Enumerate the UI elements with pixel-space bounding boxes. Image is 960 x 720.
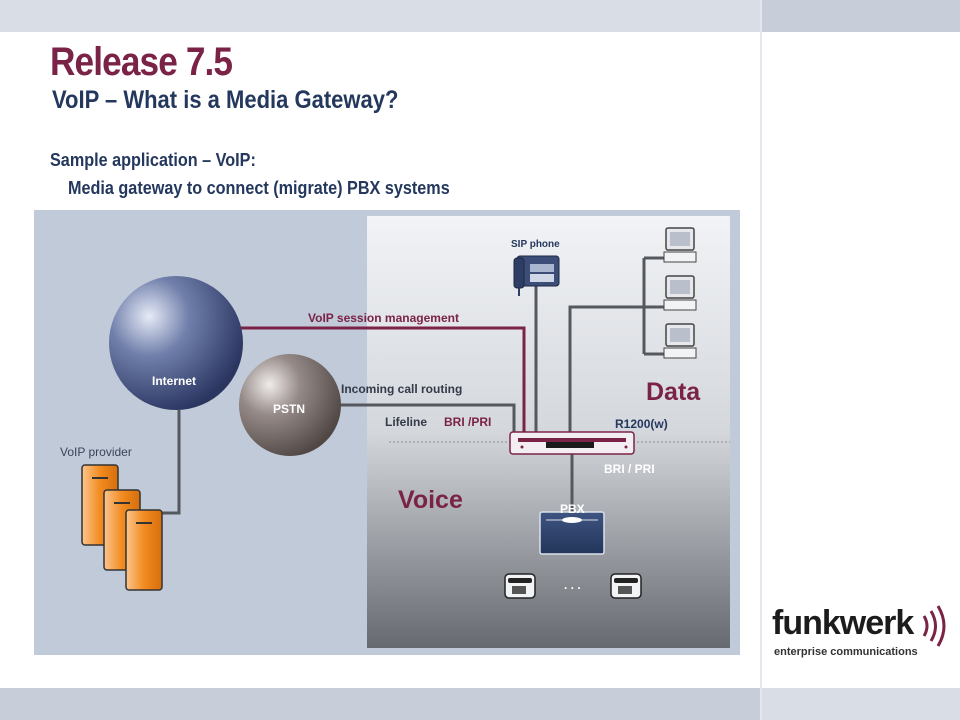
voip-session-label: VoIP session management xyxy=(308,311,459,325)
pbx-device xyxy=(539,511,605,555)
workstation-1 xyxy=(663,227,697,263)
media-gateway-diagram: Internet PSTN VoIP provider SIP phone Vo… xyxy=(34,210,740,655)
pstn-label: PSTN xyxy=(273,402,306,416)
signal-waves-icon xyxy=(922,605,946,647)
side-divider xyxy=(760,0,762,720)
pstn-line xyxy=(339,403,516,436)
logo-tagline: enterprise communications xyxy=(774,646,918,658)
bri-pri-left-label: BRI /PRI xyxy=(444,415,492,429)
internet-sphere xyxy=(109,276,243,410)
phones-ellipsis: . . . xyxy=(564,578,581,592)
internet-label: Internet xyxy=(152,374,197,388)
slide-title: Release 7.5 xyxy=(50,40,233,84)
slide-subtitle: VoIP – What is a Media Gateway? xyxy=(52,86,399,114)
incoming-call-routing-label: Incoming call routing xyxy=(341,382,463,396)
internet-provider-line xyxy=(156,410,181,515)
voip-provider-label: VoIP provider xyxy=(60,445,132,459)
intro-line-2: Media gateway to connect (migrate) PBX s… xyxy=(68,178,450,198)
funkwerk-logo: funkwerk enterprise communications xyxy=(770,600,950,666)
bottom-band-right xyxy=(762,688,960,720)
logo-name: funkwerk xyxy=(772,604,914,642)
phone-right-icon xyxy=(610,573,642,599)
router-device xyxy=(509,431,635,455)
top-band-right xyxy=(762,0,960,32)
intro-line-1: Sample application – VoIP: xyxy=(50,150,256,170)
pbx-label: PBX xyxy=(560,502,585,516)
lan-to-router-line xyxy=(568,305,644,436)
voice-label: Voice xyxy=(398,486,463,514)
bri-pri-right-label: BRI / PRI xyxy=(604,462,655,476)
top-band xyxy=(0,0,760,32)
sip-phone-icon xyxy=(513,255,560,296)
bottom-band xyxy=(0,688,760,720)
voip-session-line xyxy=(239,326,526,436)
diagram-graphics xyxy=(34,210,740,655)
pstn-sphere xyxy=(239,354,341,456)
workstation-3 xyxy=(663,323,697,359)
data-label: Data xyxy=(646,378,701,406)
sip-phone-label: SIP phone xyxy=(511,239,560,250)
voip-provider-servers xyxy=(81,464,163,591)
phone-left-icon xyxy=(504,573,536,599)
lifeline-label: Lifeline xyxy=(385,415,428,429)
workstation-2 xyxy=(663,275,697,311)
router-label: R1200(w) xyxy=(615,417,668,431)
